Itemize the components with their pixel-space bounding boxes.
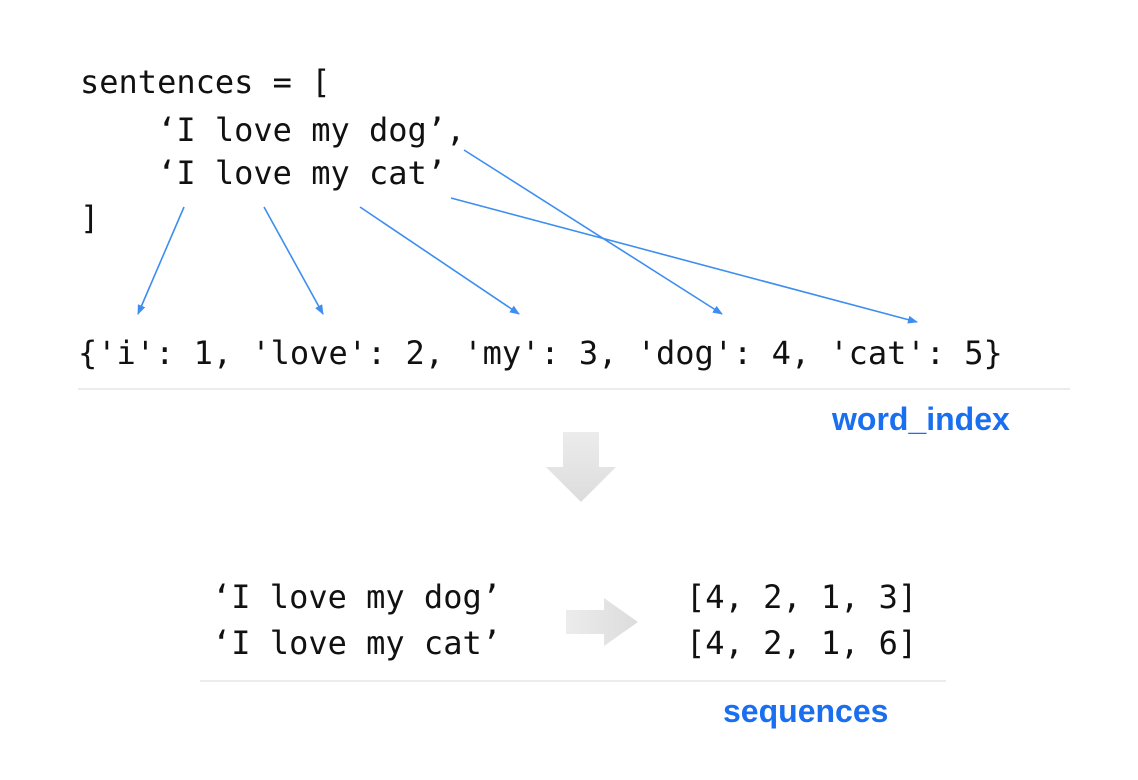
arrow-dog-to-index [463, 149, 723, 315]
arrow-my-to-index [359, 206, 520, 315]
block-arrow-down-icon [546, 432, 616, 502]
sequences-label: sequences [723, 693, 889, 729]
arrow-i-to-index [137, 206, 185, 315]
sequences-divider [200, 680, 946, 682]
block-arrow-right-icon [566, 598, 638, 646]
word-index-dict: {'i': 1, 'love': 2, 'my': 3, 'dog': 4, '… [78, 334, 1003, 372]
code-line-sentences-open: sentences = [ [80, 63, 331, 101]
sequence-value-cat: [4, 2, 1, 6] [686, 624, 918, 662]
word-index-label: word_index [832, 401, 1010, 437]
code-line-sentence-cat: ‘I love my cat’ [80, 154, 447, 192]
arrow-cat-to-index [450, 197, 918, 324]
code-line-bracket-close: ] [80, 199, 100, 237]
sequence-sentence-cat: ‘I love my cat’ [212, 624, 501, 662]
code-line-sentence-dog: ‘I love my dog’, [80, 111, 466, 149]
arrow-love-to-index [263, 206, 324, 315]
sequence-sentence-dog: ‘I love my dog’ [212, 578, 501, 616]
sequence-value-dog: [4, 2, 1, 3] [686, 578, 918, 616]
word-index-divider [78, 388, 1070, 390]
